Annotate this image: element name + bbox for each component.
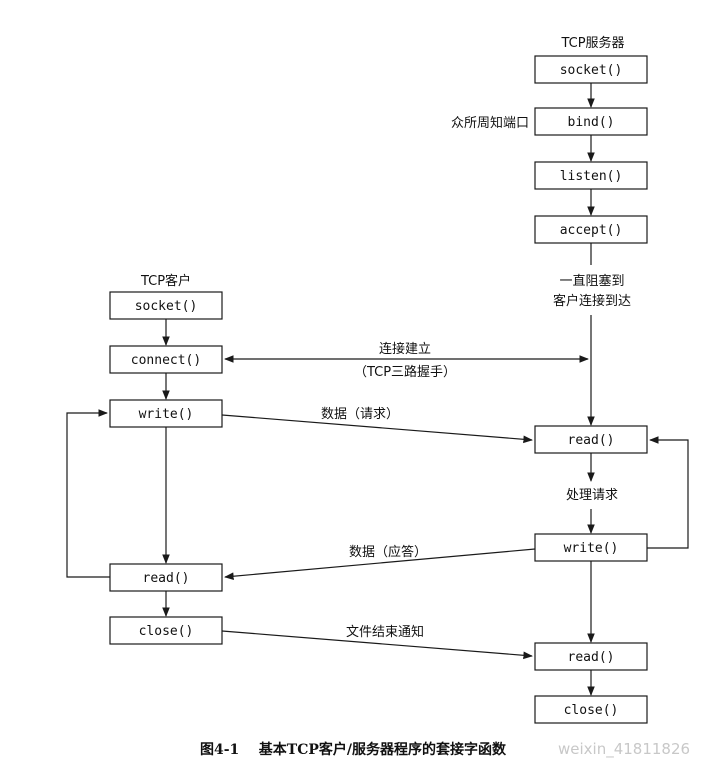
client-loop-arrow (66, 409, 110, 578)
server-accept-box: accept() (534, 215, 648, 244)
server-read-label: read() (568, 433, 615, 448)
server-bind-box: bind() (534, 107, 648, 136)
client-connect-box: connect() (109, 345, 223, 374)
server-loop-arrow (647, 436, 689, 549)
client-title: TCP客户 (140, 273, 191, 289)
block-note-line1: 一直阻塞到 (559, 273, 624, 289)
server-listen-label: listen() (560, 169, 623, 184)
server-write-box: write() (534, 533, 648, 562)
client-read-label: read() (143, 571, 190, 586)
handshake-label-line1: 连接建立 (379, 341, 431, 357)
process-note: 处理请求 (566, 488, 618, 503)
block-note-line2: 客户连接到达 (553, 293, 631, 309)
server-title: TCP服务器 (560, 35, 624, 51)
client-write-label: write() (139, 407, 194, 422)
server-accept-label: accept() (560, 223, 623, 238)
server-read-box: read() (534, 425, 648, 454)
request-label: 数据（请求） (321, 407, 399, 422)
server-listen-box: listen() (534, 161, 648, 190)
client-close-label: close() (139, 624, 194, 639)
handshake-label-line2: （TCP三路握手） (354, 364, 456, 380)
client-write-box: write() (109, 399, 223, 428)
client-connect-label: connect() (131, 353, 201, 368)
client-socket-box: socket() (109, 291, 223, 320)
server-close-label: close() (564, 703, 619, 718)
client-close-box: close() (109, 616, 223, 645)
eof-label: 文件结束通知 (346, 624, 424, 640)
watermark: weixin_41811826 (558, 740, 690, 759)
bind-note: 众所周知端口 (451, 115, 529, 131)
eof-arrow (221, 630, 533, 660)
request-arrow (221, 414, 533, 444)
reply-label: 数据（应答） (349, 544, 427, 560)
server-write-label: write() (564, 541, 619, 556)
server-bind-label: bind() (568, 115, 615, 130)
client-socket-label: socket() (135, 299, 198, 314)
figure-caption: 图4-1 基本TCP客户/服务器程序的套接字函数 (200, 741, 507, 758)
server-close-box: close() (534, 695, 648, 724)
reply-arrow (224, 548, 536, 581)
server-read2-box: read() (534, 642, 648, 671)
client-read-box: read() (109, 563, 223, 592)
server-read2-label: read() (568, 650, 615, 665)
server-socket-label: socket() (560, 63, 623, 78)
server-socket-box: socket() (534, 55, 648, 84)
